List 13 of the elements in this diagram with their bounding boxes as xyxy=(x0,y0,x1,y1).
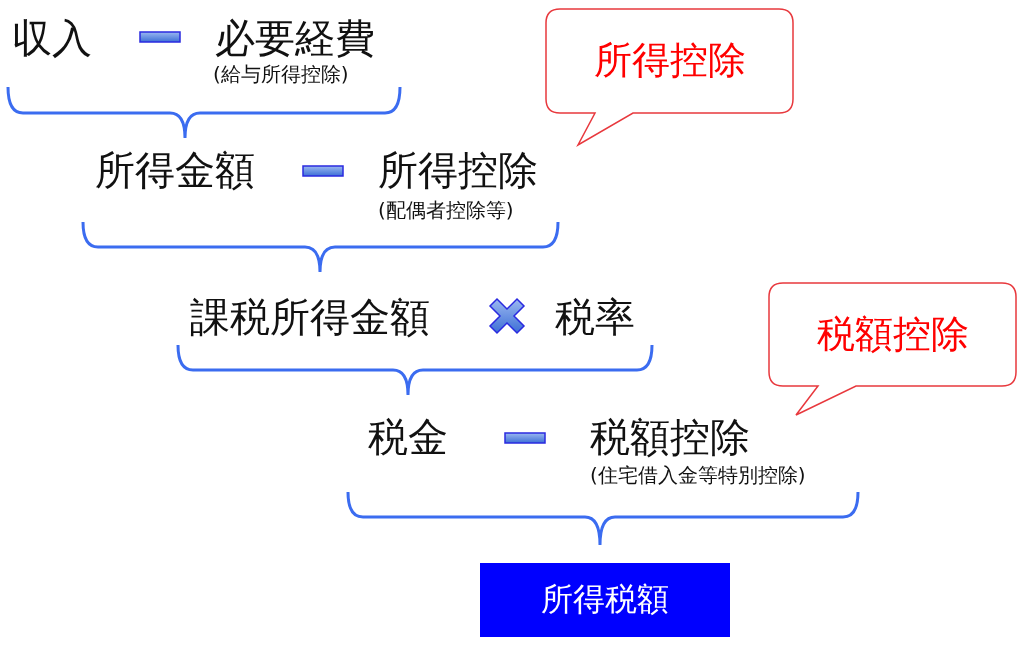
note-text: (住宅借入金等特別控除) xyxy=(590,465,806,485)
term-text: 課税所得金額 xyxy=(190,297,430,337)
note-text: (配偶者控除等) xyxy=(378,200,514,220)
term-text: 所得控除 xyxy=(378,150,538,190)
term-text: 税額控除 xyxy=(590,417,750,457)
term-text: 必要経費 xyxy=(215,18,375,58)
term-text: 税金 xyxy=(368,417,448,457)
note-text: (給与所得控除) xyxy=(213,64,349,84)
result-box: 所得税額 xyxy=(480,563,730,637)
term-text: 収入 xyxy=(12,18,92,58)
speech-bubble: 所得控除 xyxy=(545,8,795,148)
term-text: 税率 xyxy=(555,297,635,337)
term-text: 所得金額 xyxy=(95,150,255,190)
